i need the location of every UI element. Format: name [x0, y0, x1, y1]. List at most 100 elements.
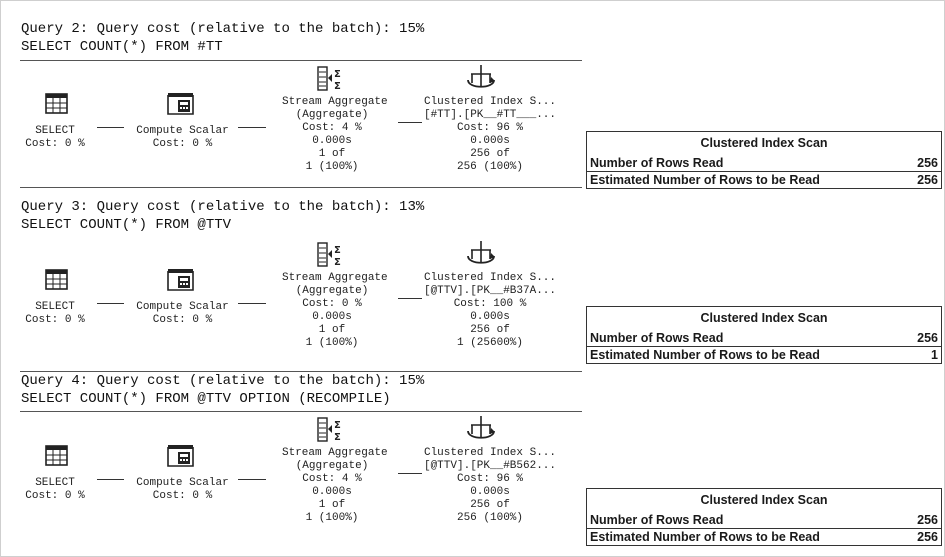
tooltip-row-estimated-rows: Estimated Number of Rows to be Read 1	[587, 346, 941, 363]
connector-arrow	[398, 298, 422, 299]
clustered-index-scan-rows-actual: 256 of	[470, 499, 510, 511]
select-grid-icon[interactable]	[45, 269, 69, 291]
stream-aggregate-cost: Cost: 0 %	[302, 298, 362, 310]
clustered-index-scan-label: Clustered Index S...	[423, 272, 557, 284]
stream-aggregate-icon[interactable]: Σ Σ	[317, 417, 345, 443]
svg-text:Σ: Σ	[334, 420, 341, 431]
clustered-index-scan-cost: Cost: 96 %	[456, 473, 523, 485]
clustered-index-scan-time: 0.000s	[470, 311, 510, 323]
clustered-index-scan-cost: Cost: 100 %	[453, 298, 527, 310]
stream-aggregate-label: Stream Aggregate	[282, 96, 388, 108]
query-cost-header: Query 3: Query cost (relative to the bat…	[21, 199, 425, 215]
query-cost-header: Query 4: Query cost (relative to the bat…	[21, 373, 425, 389]
select-cost: Cost: 0 %	[25, 314, 85, 326]
tooltip-row-rows-read: Number of Rows Read 256	[587, 512, 941, 528]
stream-aggregate-cost: Cost: 4 %	[302, 122, 362, 134]
stream-aggregate-icon[interactable]: Σ Σ	[317, 242, 345, 268]
stream-aggregate-rows-actual: 1 of	[318, 324, 346, 336]
stream-aggregate-label: Stream Aggregate	[282, 447, 388, 459]
connector-arrow	[97, 303, 124, 304]
stream-aggregate-time: 0.000s	[312, 135, 352, 147]
plan-divider	[20, 187, 582, 188]
stream-aggregate-subtype: (Aggregate)	[295, 109, 369, 121]
tooltip-row-rows-read: Number of Rows Read 256	[587, 155, 941, 171]
clustered-index-scan-object: [@TTV].[PK__#B37A...	[423, 285, 557, 297]
svg-text:Σ: Σ	[334, 81, 341, 92]
clustered-index-scan-time: 0.000s	[470, 486, 510, 498]
query-sql-text: SELECT COUNT(*) FROM #TT	[21, 39, 223, 55]
clustered-index-scan-cost: Cost: 96 %	[456, 122, 523, 134]
tooltip-row-label: Estimated Number of Rows to be Read	[590, 530, 820, 544]
stream-aggregate-rows-actual: 1 of	[318, 499, 346, 511]
compute-scalar-label: Compute Scalar	[136, 125, 229, 137]
stream-aggregate-rows-estimated: 1 (100%)	[305, 512, 359, 524]
clustered-index-scan-rows-estimated: 1 (25600%)	[456, 337, 523, 349]
tooltip-title: Clustered Index Scan	[700, 493, 828, 507]
svg-text:Σ: Σ	[334, 245, 341, 256]
svg-text:Σ: Σ	[334, 257, 341, 268]
tooltip-row-estimated-rows: Estimated Number of Rows to be Read 256	[587, 171, 941, 188]
connector-arrow	[238, 303, 266, 304]
clustered-index-scan-rows-estimated: 256 (100%)	[456, 161, 523, 173]
stream-aggregate-cost: Cost: 4 %	[302, 473, 362, 485]
select-cost: Cost: 0 %	[25, 490, 85, 502]
stream-aggregate-subtype: (Aggregate)	[295, 285, 369, 297]
select-cost: Cost: 0 %	[25, 138, 85, 150]
connector-arrow	[238, 127, 266, 128]
compute-scalar-icon[interactable]	[167, 92, 195, 116]
select-grid-icon[interactable]	[45, 445, 69, 467]
clustered-index-scan-label: Clustered Index S...	[423, 447, 557, 459]
clustered-index-scan-tooltip: Clustered Index Scan Number of Rows Read…	[586, 488, 942, 546]
compute-scalar-cost: Cost: 0 %	[152, 314, 213, 326]
stream-aggregate-rows-estimated: 1 (100%)	[305, 161, 359, 173]
connector-arrow	[238, 479, 266, 480]
clustered-index-scan-icon[interactable]	[465, 64, 497, 92]
tooltip-row-label: Estimated Number of Rows to be Read	[590, 348, 820, 362]
tooltip-row-label: Number of Rows Read	[590, 513, 724, 527]
clustered-index-scan-time: 0.000s	[470, 135, 510, 147]
compute-scalar-icon[interactable]	[167, 268, 195, 292]
tooltip-title: Clustered Index Scan	[700, 136, 828, 150]
clustered-index-scan-icon[interactable]	[465, 240, 497, 268]
select-label: SELECT	[35, 301, 75, 313]
connector-arrow	[97, 479, 124, 480]
tooltip-row-label: Number of Rows Read	[590, 331, 724, 345]
svg-text:Σ: Σ	[334, 432, 341, 443]
tooltip-row-value: 256	[917, 530, 938, 544]
plan-divider	[20, 371, 582, 372]
clustered-index-scan-label: Clustered Index S...	[423, 96, 557, 108]
stream-aggregate-time: 0.000s	[312, 311, 352, 323]
tooltip-row-rows-read: Number of Rows Read 256	[587, 330, 941, 346]
connector-arrow	[398, 473, 422, 474]
tooltip-row-estimated-rows: Estimated Number of Rows to be Read 256	[587, 528, 941, 545]
clustered-index-scan-rows-actual: 256 of	[470, 148, 510, 160]
svg-text:Σ: Σ	[334, 69, 341, 80]
select-label: SELECT	[35, 477, 75, 489]
stream-aggregate-icon[interactable]: Σ Σ	[317, 66, 345, 92]
stream-aggregate-rows-estimated: 1 (100%)	[305, 337, 359, 349]
clustered-index-scan-object: [#TT].[PK__#TT___...	[423, 109, 557, 121]
clustered-index-scan-rows-actual: 256 of	[470, 324, 510, 336]
compute-scalar-cost: Cost: 0 %	[152, 138, 213, 150]
header-divider	[20, 411, 582, 412]
clustered-index-scan-icon[interactable]	[465, 415, 497, 443]
select-grid-icon[interactable]	[45, 93, 69, 115]
query-sql-text: SELECT COUNT(*) FROM @TTV	[21, 217, 232, 233]
tooltip-title: Clustered Index Scan	[700, 311, 828, 325]
tooltip-row-label: Number of Rows Read	[590, 156, 724, 170]
header-divider	[20, 60, 582, 61]
tooltip-row-value: 1	[931, 348, 938, 362]
compute-scalar-label: Compute Scalar	[136, 301, 229, 313]
stream-aggregate-label: Stream Aggregate	[282, 272, 388, 284]
tooltip-row-value: 256	[917, 513, 938, 527]
tooltip-row-value: 256	[917, 156, 938, 170]
compute-scalar-icon[interactable]	[167, 444, 195, 468]
connector-arrow	[398, 122, 422, 123]
clustered-index-scan-tooltip: Clustered Index Scan Number of Rows Read…	[586, 131, 942, 189]
clustered-index-scan-tooltip: Clustered Index Scan Number of Rows Read…	[586, 306, 942, 364]
query-sql-text: SELECT COUNT(*) FROM @TTV OPTION (RECOMP…	[21, 391, 391, 407]
clustered-index-scan-object: [@TTV].[PK__#B562...	[423, 460, 557, 472]
clustered-index-scan-rows-estimated: 256 (100%)	[456, 512, 523, 524]
stream-aggregate-rows-actual: 1 of	[318, 148, 346, 160]
tooltip-row-label: Estimated Number of Rows to be Read	[590, 173, 820, 187]
